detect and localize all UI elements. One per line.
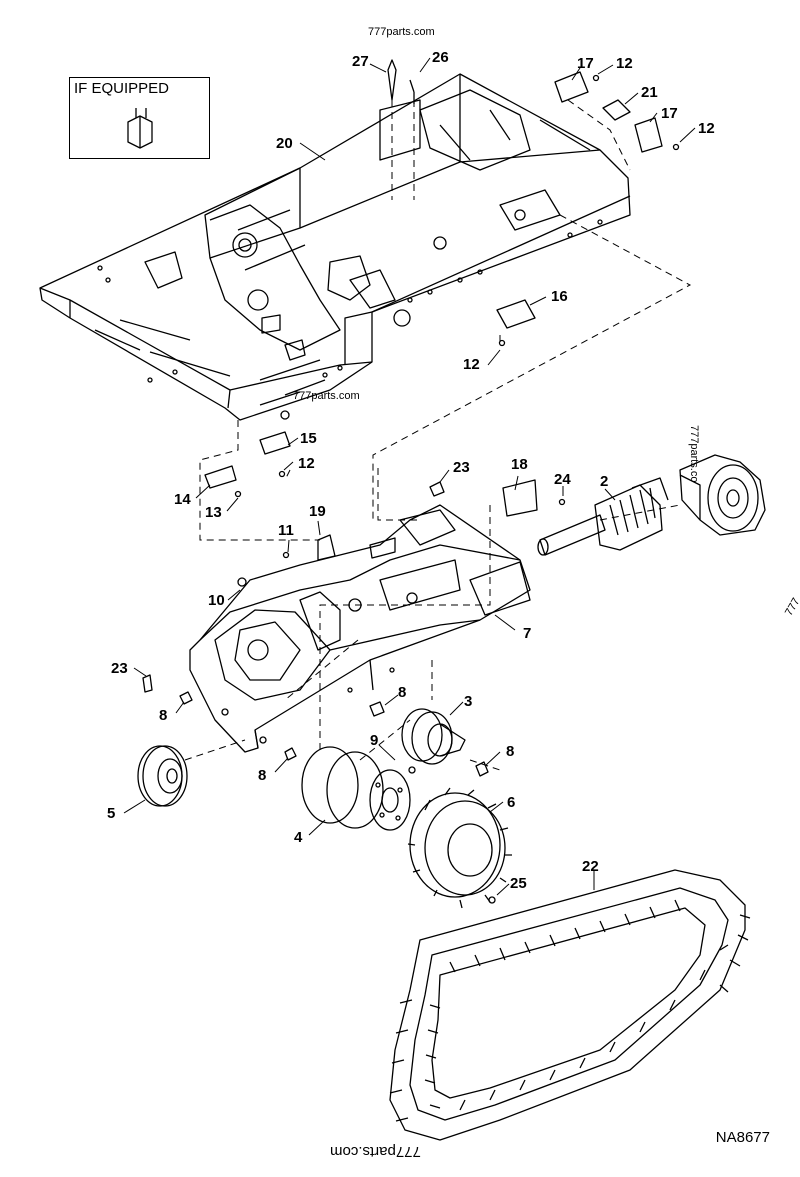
callout-12: 12 <box>616 55 633 72</box>
front-idler <box>679 454 766 536</box>
rear-idler <box>137 745 188 807</box>
callout-12b: 12 <box>698 120 715 137</box>
hardware <box>142 74 680 904</box>
drive-motor <box>301 746 411 831</box>
callout-2: 2 <box>600 473 609 490</box>
callout-4: 4 <box>294 829 303 846</box>
callout-8d: 8 <box>258 767 267 784</box>
callout-7: 7 <box>523 625 532 642</box>
watermark-top: 777parts.com <box>368 26 435 38</box>
callout-8: 8 <box>159 707 168 724</box>
callout-26: 27 <box>352 53 369 70</box>
if-equipped-inset: IF EQUIPPED <box>69 77 210 159</box>
callout-20: 20 <box>276 135 293 152</box>
callout-18: 18 <box>511 456 528 473</box>
leader-lines <box>123 57 696 896</box>
callout-19: 19 <box>309 503 326 520</box>
callout-3: 3 <box>464 693 473 710</box>
callout-23b: 23 <box>111 660 128 677</box>
callout-5: 5 <box>107 805 116 822</box>
watermark-right-vertical: 777parts.co <box>688 425 700 483</box>
callout-22: 22 <box>582 858 599 875</box>
callout-23: 23 <box>453 459 470 476</box>
assembly-lines <box>184 99 692 771</box>
callout-12c: 12 <box>463 356 480 373</box>
watermark-center: 777parts.com <box>293 390 360 402</box>
callout-6: 6 <box>507 794 516 811</box>
callout-10: 10 <box>208 592 225 609</box>
inset-title: IF EQUIPPED <box>74 80 170 97</box>
callout-11: 11 <box>278 522 294 539</box>
bogie-roller <box>401 708 466 765</box>
callout-14: 14 <box>174 491 191 508</box>
inset-bracket <box>127 108 153 149</box>
callout-24: 24 <box>554 471 571 488</box>
callout-8c: 8 <box>506 743 515 760</box>
callout-12d: 12 <box>298 455 315 472</box>
callout-16: 16 <box>551 288 568 305</box>
callout-13: 13 <box>205 504 222 521</box>
callout-27: 26 <box>432 49 449 66</box>
rubber-track <box>389 869 751 1141</box>
sprocket <box>407 787 512 909</box>
callout-21: 21 <box>641 84 658 101</box>
track-frame <box>189 504 531 753</box>
callout-25: 25 <box>510 875 527 892</box>
watermark-bottom: 777parts.com <box>330 1143 421 1160</box>
callout-17b: 17 <box>661 105 678 122</box>
callout-15: 15 <box>300 430 317 447</box>
callout-8b: 8 <box>398 684 407 701</box>
callout-17: 17 <box>577 55 594 72</box>
cover-plates <box>204 59 663 561</box>
callout-9: 9 <box>370 732 379 749</box>
drawing-code: NA8677 <box>715 1129 770 1146</box>
